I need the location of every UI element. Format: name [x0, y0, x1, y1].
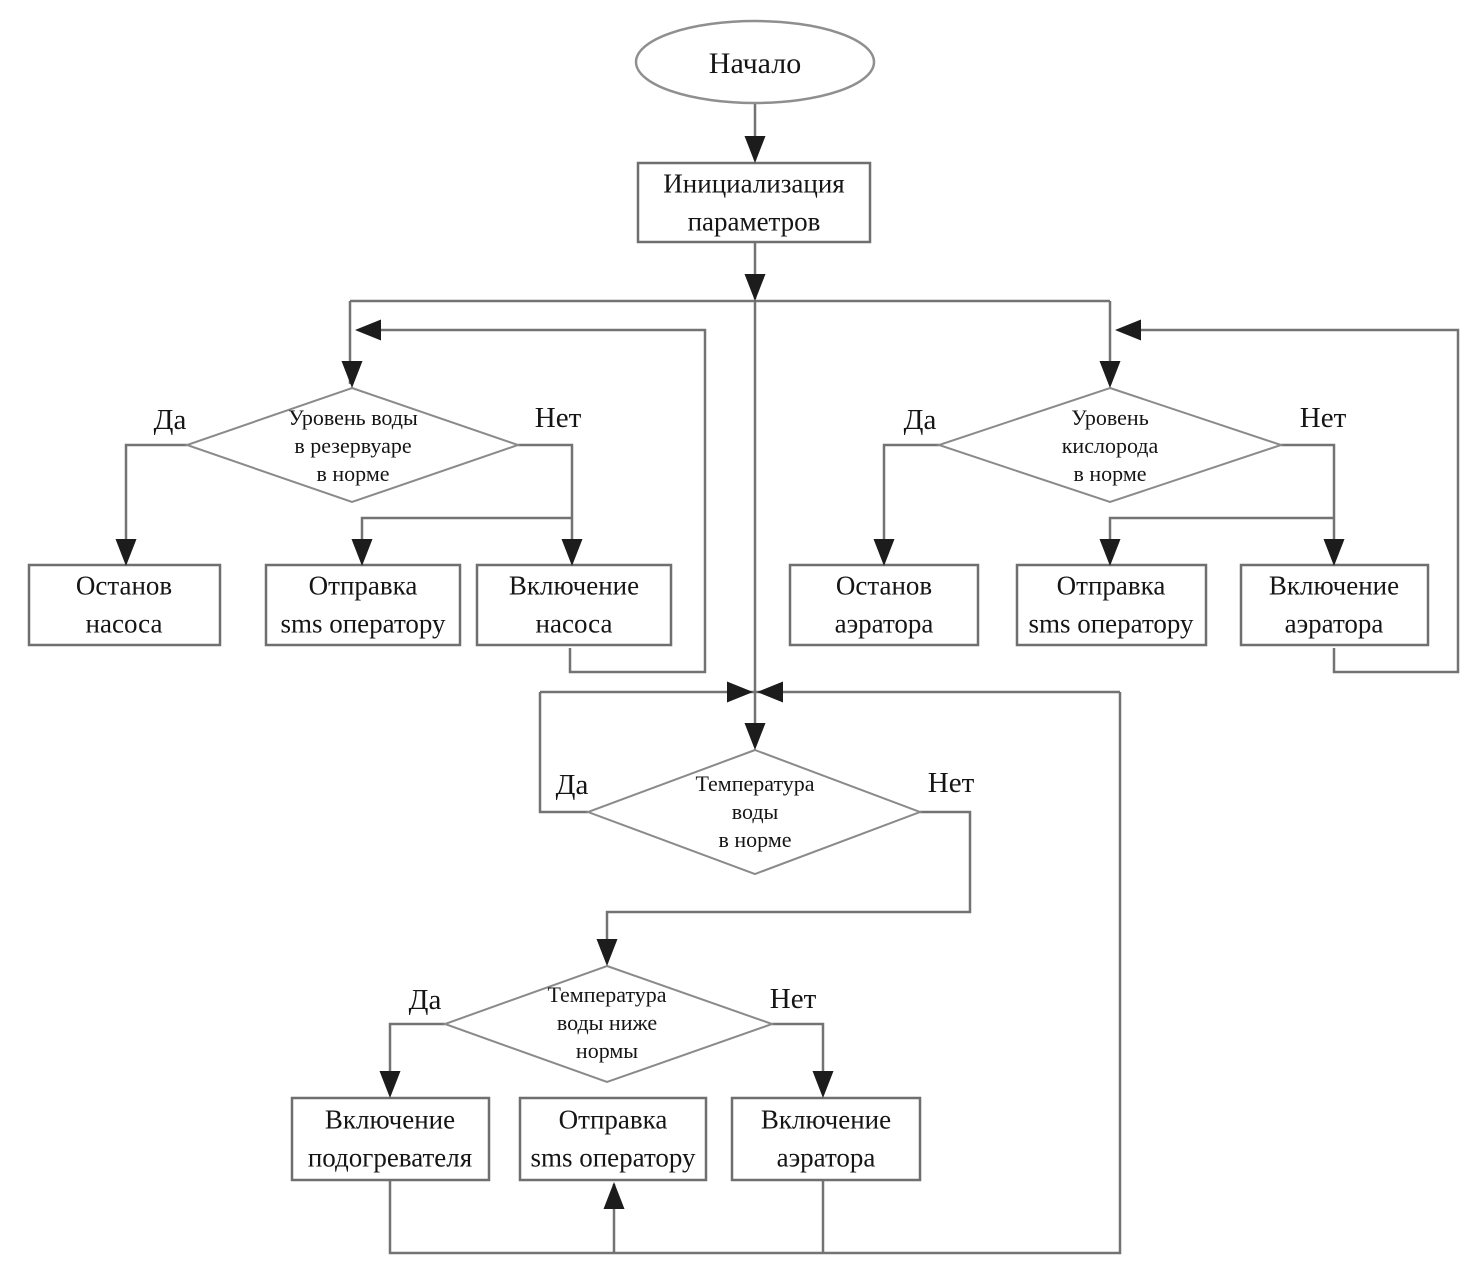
arrowhead-bowtie-left	[757, 681, 783, 703]
arrowhead-aerator-loop-left	[1115, 319, 1141, 341]
water-temp-low-diamond-shape	[442, 964, 776, 1084]
connector-oxygen-no-tee	[1108, 516, 1334, 562]
stop-aerator-box-shape	[788, 563, 980, 647]
arrowhead-into-templow-diamond	[596, 939, 618, 966]
sms-oxygen-box-shape	[1015, 563, 1208, 647]
arrowhead-up-into-sms-temp	[603, 1182, 625, 1209]
connector-temp-no	[605, 810, 972, 962]
connector-templow-no	[772, 1022, 825, 1094]
arrowhead-into-stop-pump	[115, 539, 137, 566]
stop-pump-box-shape	[27, 563, 222, 647]
oxygen-level-diamond-shape	[935, 386, 1285, 504]
arrowhead-pump-loop-left	[355, 319, 381, 341]
connector-bottom-collector	[388, 692, 1122, 1255]
connector-aerator-loop-back	[1122, 328, 1460, 674]
connector-temp-yes-loop	[538, 692, 588, 814]
init-box-shape	[636, 161, 872, 244]
connector-oxygen-no	[1281, 443, 1336, 562]
connector-templow-yes	[388, 1022, 445, 1094]
pump-on-box-shape	[475, 563, 673, 647]
sms-temp-box-shape	[518, 1096, 708, 1182]
arrowhead-into-aerator-on-temp	[812, 1071, 834, 1098]
aerator-on-box-shape	[1239, 563, 1430, 647]
arrowhead-into-aerator-on	[1323, 539, 1345, 566]
aerator-on-temp-box-shape	[730, 1096, 922, 1182]
water-temp-diamond-shape	[585, 748, 923, 876]
arrowhead-into-branch	[744, 274, 766, 301]
connector-water-no-tee	[360, 516, 572, 562]
arrowhead-into-oxygen-diamond	[1099, 361, 1121, 388]
connector-water-yes	[124, 443, 187, 562]
connector-pump-loop-back	[362, 328, 707, 674]
water-level-diamond-shape	[183, 386, 522, 504]
arrowhead-into-water-diamond	[341, 361, 363, 388]
arrowhead-into-sms-oxygen	[1099, 539, 1121, 566]
arrowhead-bowtie-right	[727, 681, 753, 703]
connector-oxygen-yes	[882, 443, 939, 562]
arrowhead-into-pump-on	[561, 539, 583, 566]
arrowhead-into-heater-on	[379, 1071, 401, 1098]
heater-on-box-shape	[290, 1096, 491, 1182]
sms-water-box-shape	[264, 563, 462, 647]
arrowhead-into-temp-diamond	[744, 723, 766, 750]
arrowhead-into-stop-aerator	[873, 539, 895, 566]
connector-water-no	[518, 443, 574, 562]
start-terminator-shape	[634, 19, 876, 105]
arrowhead-into-init	[744, 136, 766, 163]
arrowhead-into-sms-water	[351, 539, 373, 566]
